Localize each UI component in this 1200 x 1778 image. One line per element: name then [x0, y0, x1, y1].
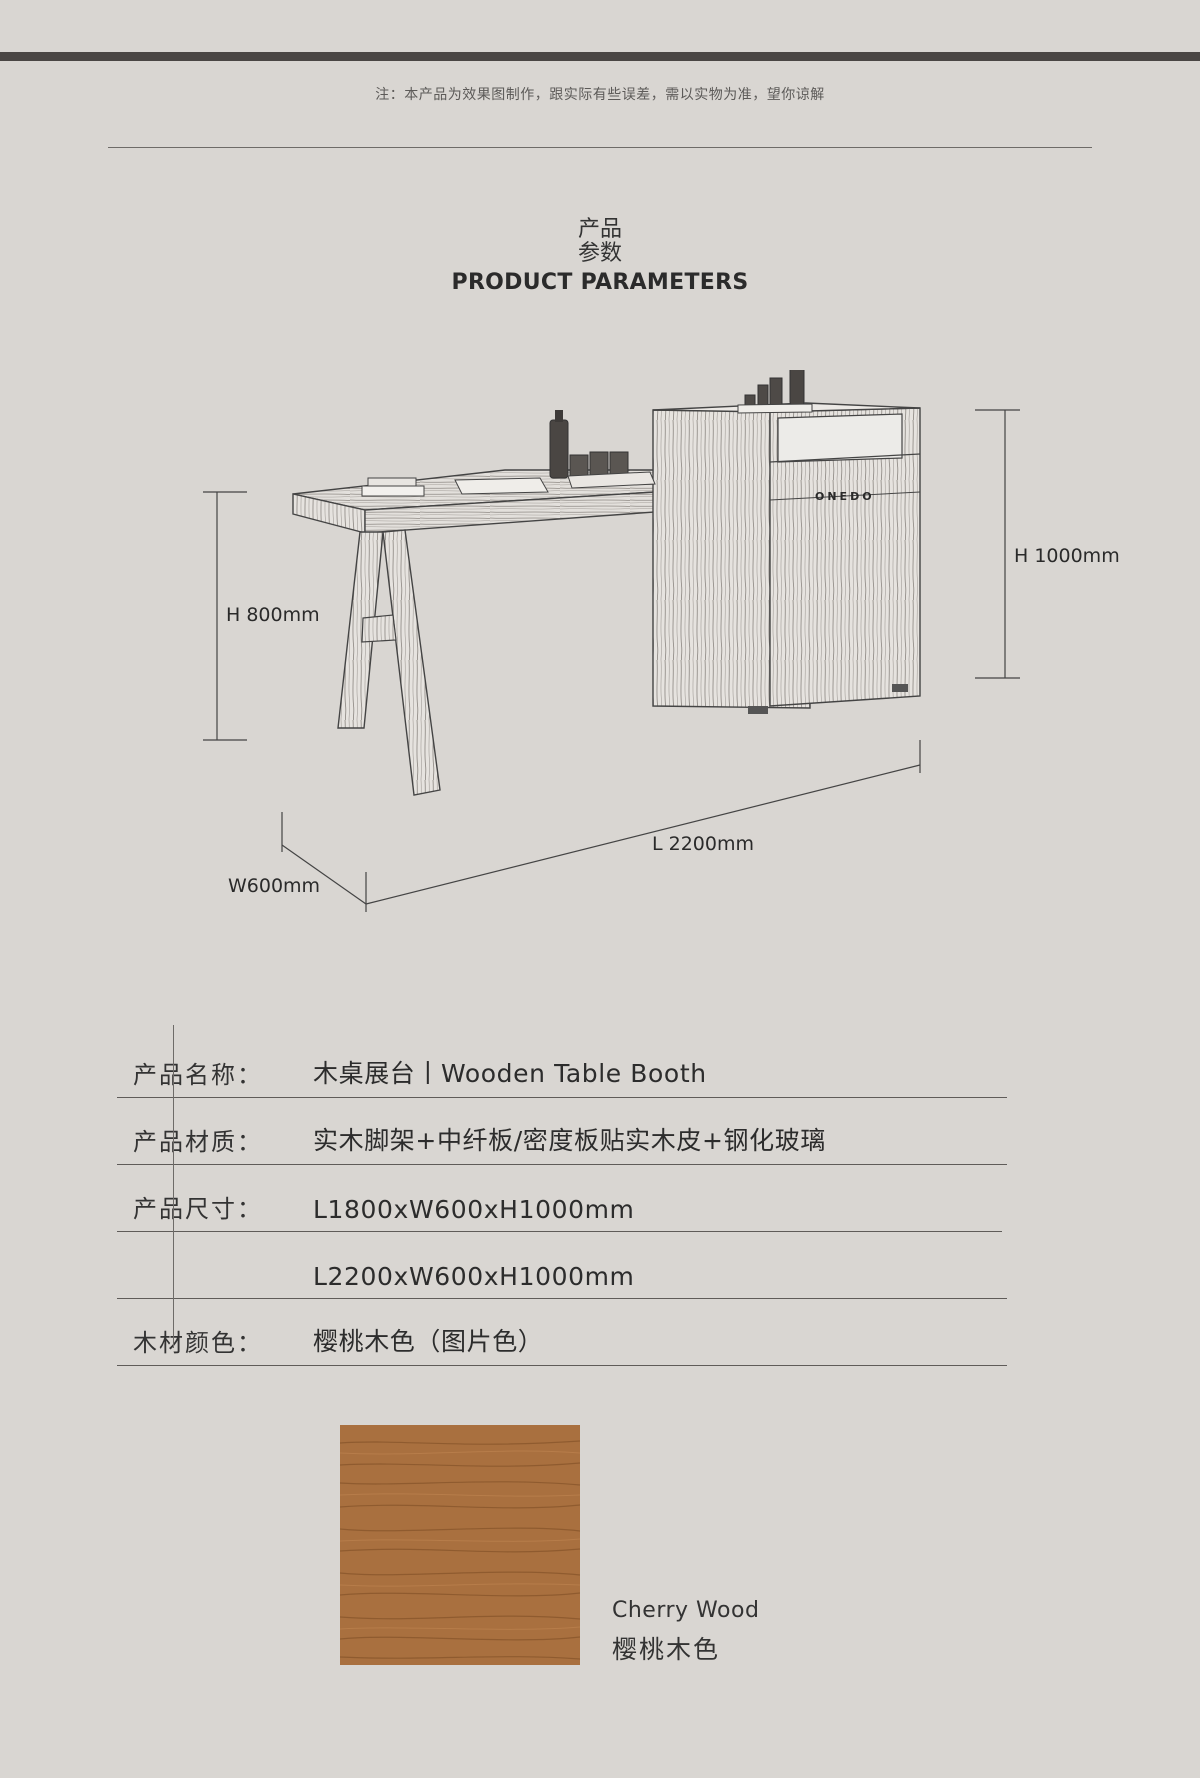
- dim-width: W600mm: [228, 875, 321, 897]
- dimension-lines: [203, 409, 1020, 912]
- spec-label: 木材颜色：: [133, 1329, 263, 1357]
- row-divider: [117, 1164, 1007, 1165]
- spec-value: L2200xW600xH1000mm: [313, 1262, 635, 1291]
- spec-label: 产品材质：: [133, 1128, 263, 1156]
- spec-value: 木桌展台丨Wooden Table Booth: [313, 1059, 707, 1088]
- row-divider: [117, 1231, 1002, 1232]
- spec-row-name: 产品名称： 木桌展台丨Wooden Table Booth: [117, 1025, 1007, 1098]
- row-divider: [117, 1097, 1007, 1098]
- dim-height-table: H 800mm: [226, 604, 320, 626]
- swatch-name-en: Cherry Wood: [612, 1598, 760, 1623]
- product-drawing: ONEDO: [203, 370, 1020, 912]
- dim-height-cabinet: H 1000mm: [1014, 545, 1120, 567]
- spec-column-divider: [173, 1025, 174, 1348]
- spec-label: 产品尺寸：: [133, 1195, 263, 1223]
- section-title-en: PRODUCT PARAMETERS: [451, 270, 749, 295]
- spec-table: 产品名称： 木桌展台丨Wooden Table Booth 产品材质： 实木脚架…: [117, 1025, 1007, 1366]
- spec-value: 樱桃木色（图片色）: [313, 1327, 544, 1356]
- row-divider: [117, 1365, 1007, 1366]
- spec-row-material: 产品材质： 实木脚架+中纤板/密度板贴实木皮+钢化玻璃: [117, 1092, 1007, 1165]
- brand-logo: ONEDO: [815, 490, 875, 503]
- table-leg: [337, 529, 441, 796]
- section-title-cn-2: 参数: [577, 241, 622, 266]
- display-props: [361, 370, 813, 497]
- wood-swatch: [340, 1425, 580, 1665]
- section-title-cn-1: 产品: [577, 217, 622, 242]
- dim-length: L 2200mm: [652, 833, 754, 855]
- header-rule: [108, 147, 1092, 148]
- disclaimer-note: 注：本产品为效果图制作，跟实际有些误差，需以实物为准，望你谅解: [375, 87, 825, 103]
- spec-row-size: 产品尺寸： L1800xW600xH1000mm: [117, 1159, 1007, 1232]
- spec-value: 实木脚架+中纤板/密度板贴实木皮+钢化玻璃: [313, 1126, 826, 1155]
- cabinet: ONEDO: [652, 402, 921, 714]
- spec-row-size-alt: L2200xW600xH1000mm: [117, 1226, 1007, 1299]
- spec-label: 产品名称：: [133, 1061, 263, 1089]
- row-divider: [117, 1298, 1007, 1299]
- spec-value: L1800xW600xH1000mm: [313, 1195, 635, 1224]
- swatch-name-cn: 樱桃木色: [612, 1635, 721, 1664]
- top-bar: [0, 52, 1200, 61]
- spec-row-color: 木材颜色： 樱桃木色（图片色）: [117, 1293, 1007, 1366]
